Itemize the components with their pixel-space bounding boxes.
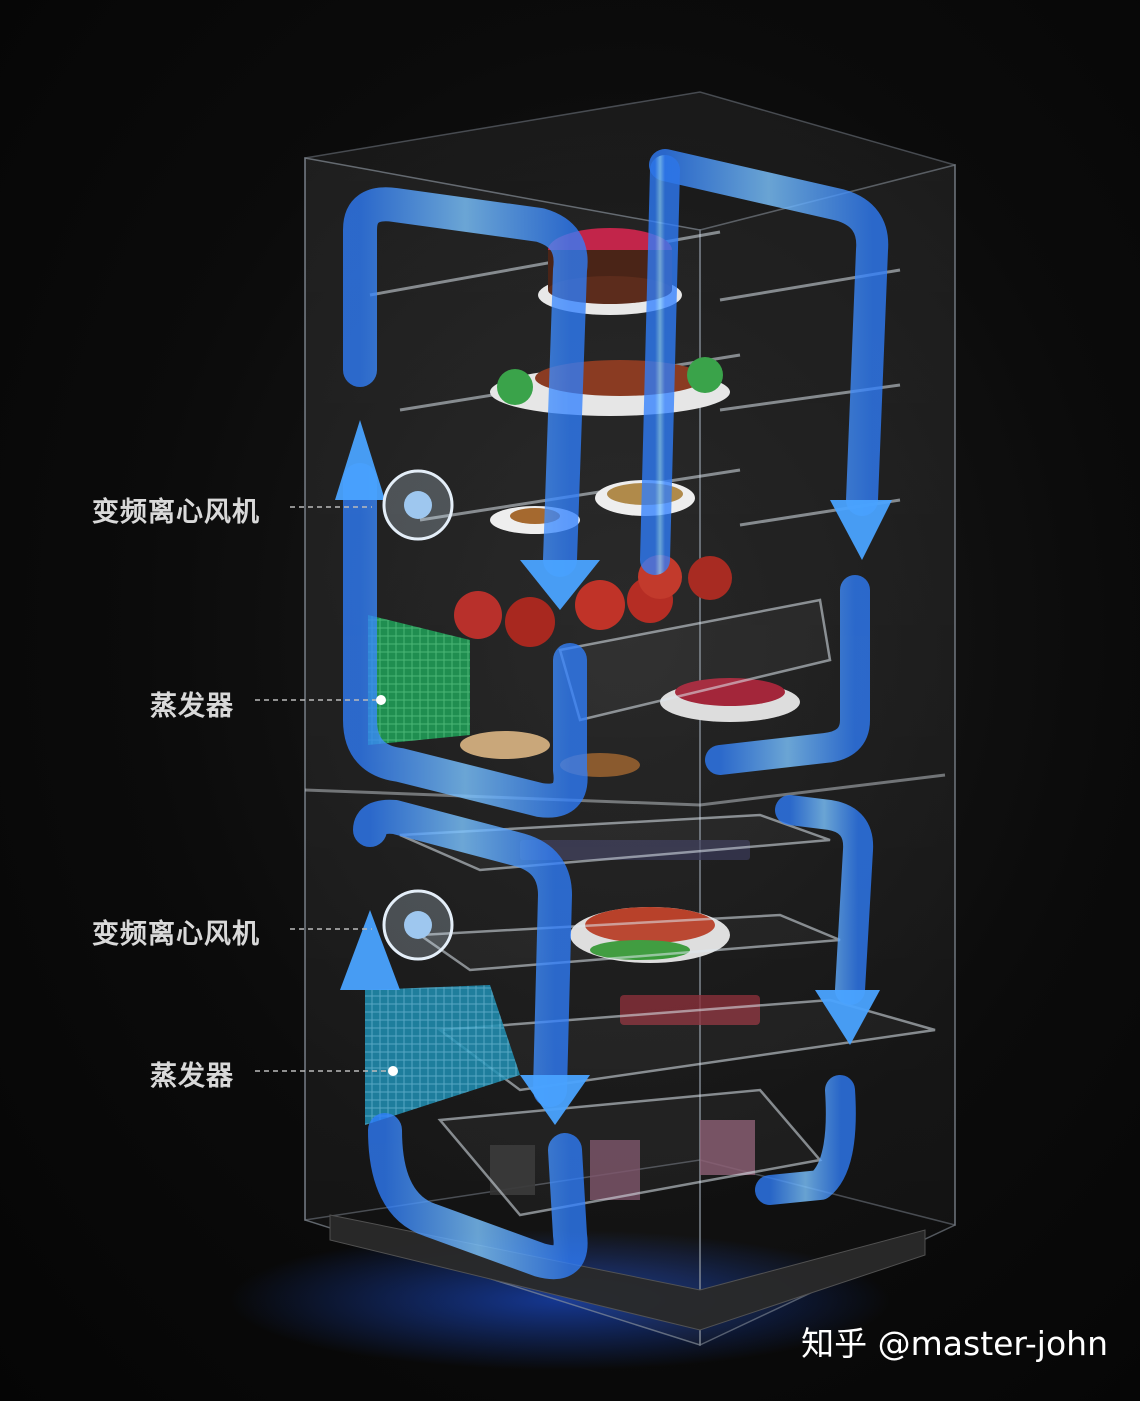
label-evaporator-lower: 蒸发器	[150, 1061, 234, 1092]
leader-lines	[255, 506, 388, 1072]
leader-dots	[376, 695, 398, 1076]
fan-icon	[382, 469, 454, 961]
evaporator-icon	[365, 615, 520, 1125]
label-fan-lower: 变频离心风机	[92, 919, 260, 950]
fridge-body	[304, 91, 956, 1347]
airflow-arrow-icon	[343, 149, 889, 1280]
airflow-arrowheads	[335, 420, 892, 1125]
watermark: 知乎 @master-john	[801, 1324, 1108, 1363]
label-fan-upper: 变频离心风机	[92, 497, 260, 528]
label-evaporator-upper: 蒸发器	[150, 691, 234, 722]
